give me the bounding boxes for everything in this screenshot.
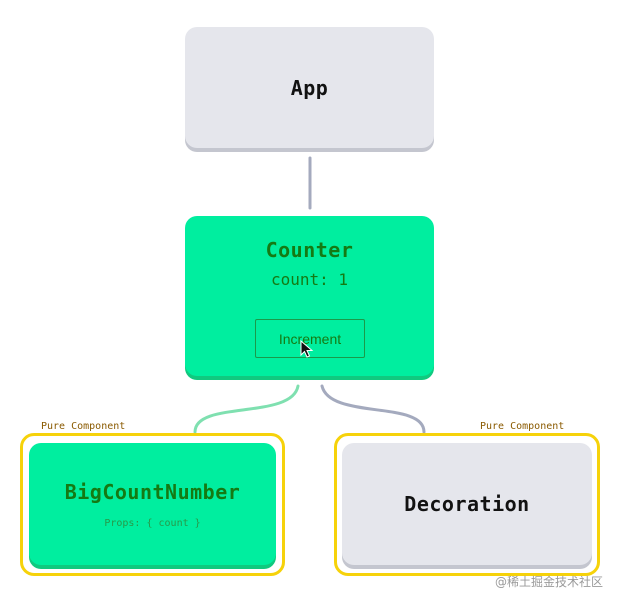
bigcountnumber-props: Props: { count } <box>104 517 201 529</box>
connector-counter-decoration <box>320 384 426 434</box>
pure-component-label-right: Pure Component <box>480 421 565 432</box>
app-node-title: App <box>290 75 329 100</box>
counter-node-title: Counter <box>265 238 354 262</box>
mouse-pointer-icon <box>300 340 314 358</box>
increment-button[interactable]: Increment <box>255 319 365 358</box>
connector-counter-bigcount <box>193 384 300 434</box>
count-value: count: 1 <box>270 270 349 289</box>
pure-component-label-left: Pure Component <box>41 421 126 432</box>
decoration-node-title: Decoration <box>404 492 530 516</box>
decoration-node: Decoration <box>342 443 592 565</box>
counter-node: Counter count: 1 Increment <box>185 216 434 376</box>
pure-component-frame-right <box>334 433 600 576</box>
bigcountnumber-node: BigCountNumber Props: { count } <box>29 443 276 565</box>
watermark-text: @稀土掘金技术社区 <box>494 575 603 589</box>
pure-component-frame-left <box>20 433 285 576</box>
bigcountnumber-node-title: BigCountNumber <box>64 479 241 504</box>
app-node: App <box>185 27 434 148</box>
